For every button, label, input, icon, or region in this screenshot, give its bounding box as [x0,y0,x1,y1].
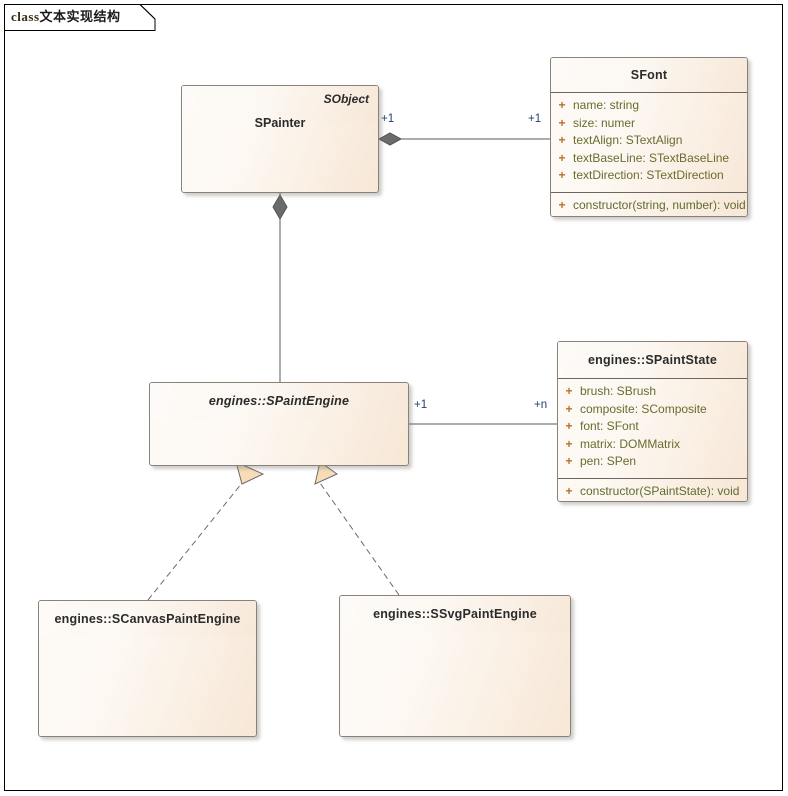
visibility-marker: + [558,98,566,112]
attribute-row: + textBaseLine: STextBaseLine [551,151,747,169]
relation-spainter-spaintengine [272,192,288,383]
multiplicity-spainter-sfont-target: +1 [528,113,542,125]
multiplicity-spaintengine-spaintstate-target: +n [534,399,548,411]
attribute-label: size: numer [573,115,636,130]
multiplicity-spainter-sfont-source: +1 [381,113,395,125]
operation-row: + constructor(string, number): void [551,198,747,216]
visibility-marker: + [558,150,566,165]
attribute-row: + composite: SComposite [558,402,747,420]
attribute-label: textDirection: STextDirection [573,168,724,183]
visibility-marker: + [565,483,573,498]
class-header-spaintstate: engines::SPaintState [558,342,747,379]
attribute-label: pen: SPen [580,454,637,469]
diagram-title-text: 文本实现结构 [39,9,121,24]
attribute-label: matrix: DOMMatrix [580,436,680,451]
visibility-marker: + [558,168,566,183]
class-operations-spaintstate: + constructor(SPaintState): void [558,477,747,501]
relation-ssvgpaintengine-realization [314,461,400,596]
class-box-scanvaspaintengine[interactable]: engines::SCanvasPaintEngine [38,600,257,737]
relation-scanvaspaintengine-realization [147,461,265,601]
visibility-marker: + [558,133,566,148]
class-name-ssvgpaintengine: engines::SSvgPaintEngine [373,607,537,621]
visibility-marker: + [565,419,573,434]
class-header-ssvgpaintengine: engines::SSvgPaintEngine [340,596,570,632]
frame-tab-shape [4,4,156,31]
class-box-spainter[interactable]: SObject SPainter [181,85,379,193]
class-stereotype-spainter: SObject [323,92,369,106]
class-header-sfont: SFont [551,58,747,93]
attribute-label: font: SFont [580,419,639,434]
visibility-marker: + [565,436,573,451]
class-header-spaintengine: engines::SPaintEngine [150,383,408,419]
class-name-spaintstate: engines::SPaintState [587,353,718,367]
diagram-title: class文本实现结构 [11,6,121,25]
attribute-label: composite: SComposite [580,401,707,416]
class-attributes-spaintstate: + brush: SBrush + composite: SComposite … [558,379,747,478]
class-attributes-sfont: + name: string + size: numer + textAlign… [551,93,747,192]
visibility-marker: + [565,384,573,398]
class-name-spainter: SPainter [254,116,306,130]
visibility-marker: + [558,115,566,130]
attribute-row: + pen: SPen [558,454,747,472]
diagram-keyword: class [11,9,40,24]
class-header-scanvaspaintengine: engines::SCanvasPaintEngine [39,601,256,637]
attribute-row: + textAlign: STextAlign [551,133,747,151]
class-box-spaintengine[interactable]: engines::SPaintEngine [149,382,409,466]
class-operations-sfont: + constructor(string, number): void [551,191,747,216]
class-box-sfont[interactable]: SFont + name: string + size: numer + tex… [550,57,748,217]
attribute-row: + matrix: DOMMatrix [558,437,747,455]
class-name-sfont: SFont [630,68,668,82]
attribute-label: brush: SBrush [580,384,657,398]
class-name-spaintengine: engines::SPaintEngine [208,394,350,408]
attribute-row: + textDirection: STextDirection [551,168,747,186]
operation-label: constructor(string, number): void [573,197,746,212]
attribute-label: textBaseLine: STextBaseLine [573,150,730,165]
attribute-row: + name: string [551,98,747,116]
class-box-ssvgpaintengine[interactable]: engines::SSvgPaintEngine [339,595,571,737]
attribute-row: + font: SFont [558,419,747,437]
relation-spainter-sfont [377,132,550,146]
class-name-scanvaspaintengine: engines::SCanvasPaintEngine [54,612,241,626]
attribute-row: + brush: SBrush [558,384,747,402]
operation-row: + constructor(SPaintState): void [558,483,747,501]
attribute-label: name: string [573,98,640,112]
visibility-marker: + [565,401,573,416]
class-header-spainter: SObject [182,86,378,122]
multiplicity-spaintengine-spaintstate-source: +1 [414,399,428,411]
class-box-spaintstate[interactable]: engines::SPaintState + brush: SBrush + c… [557,341,748,502]
attribute-label: textAlign: STextAlign [573,133,683,148]
attribute-row: + size: numer [551,116,747,134]
diagram-frame-tab [4,4,156,31]
visibility-marker: + [558,197,566,212]
visibility-marker: + [565,454,573,469]
operation-label: constructor(SPaintState): void [580,483,740,498]
